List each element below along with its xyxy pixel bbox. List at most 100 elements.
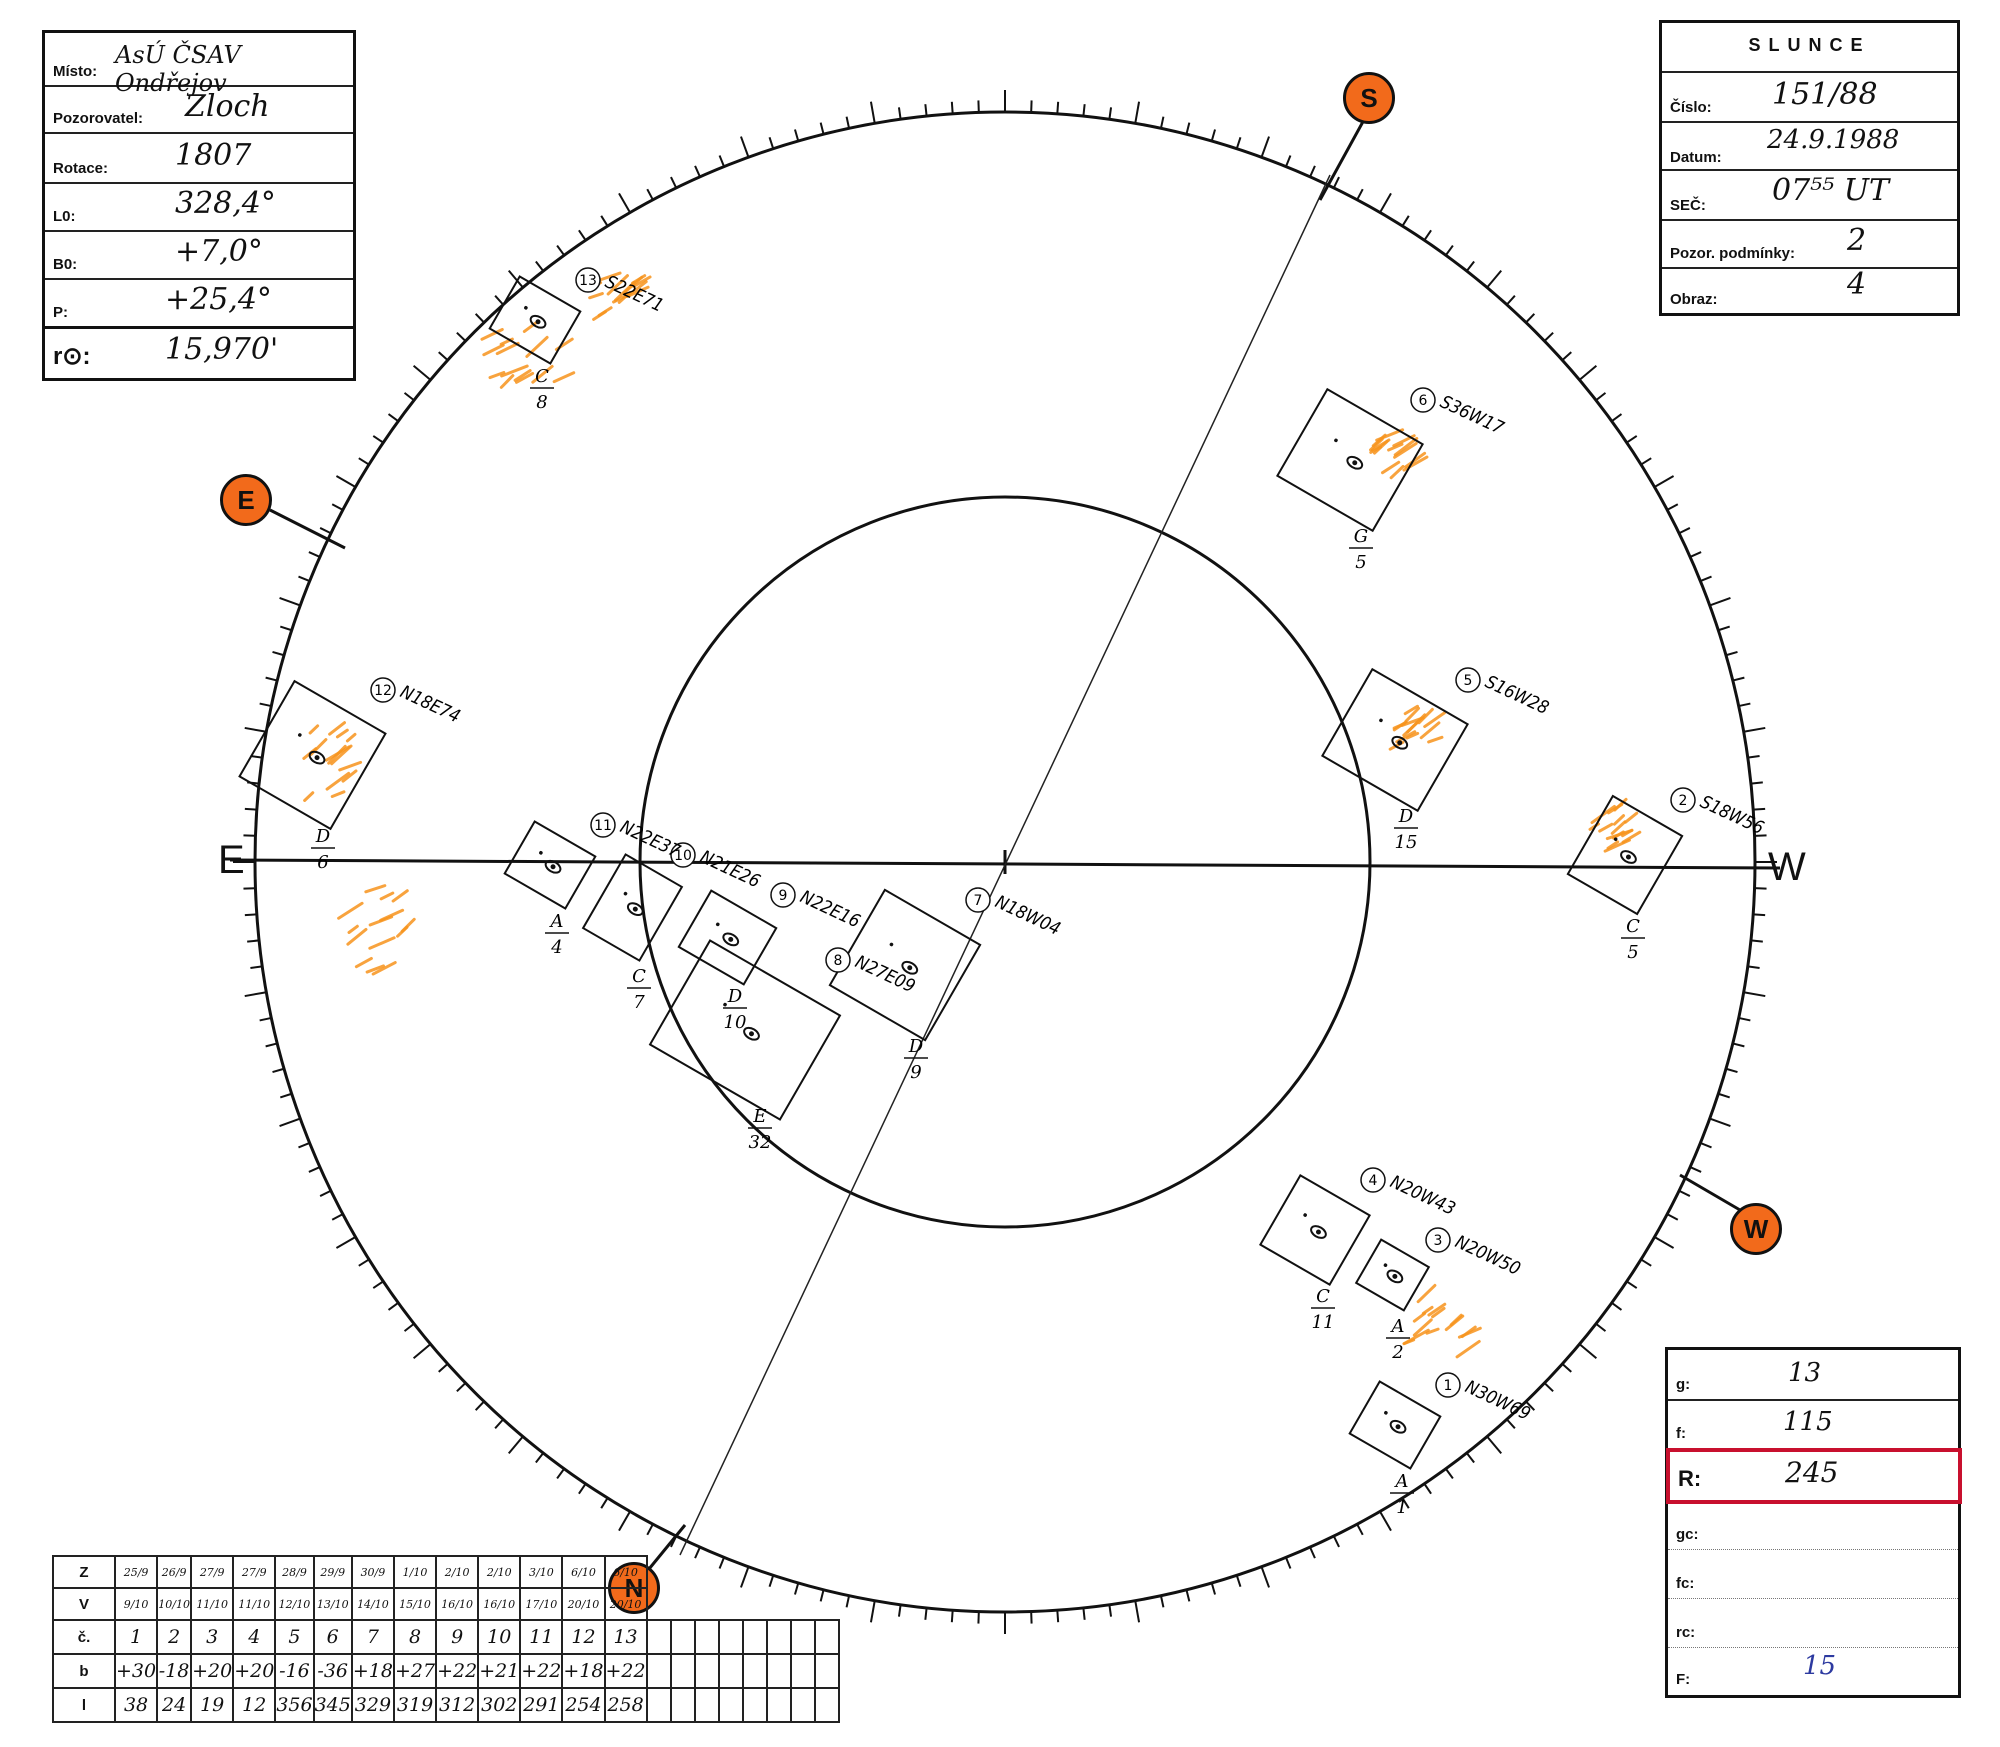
- b0-value: +7,0°: [175, 234, 263, 269]
- table-cell: 9/10: [113, 1587, 159, 1621]
- table-cell: 15/10: [392, 1587, 438, 1621]
- l0-value: 328,4°: [175, 186, 276, 221]
- spot-umbra: [728, 936, 734, 942]
- table-cell: 11/10: [232, 1587, 277, 1621]
- group-coordinates: N22E16: [797, 886, 863, 932]
- table-cell: +22: [603, 1653, 648, 1689]
- group-spot-count: 7: [633, 992, 645, 1013]
- table-cell: +27: [392, 1653, 438, 1689]
- sec-label: SEČ:: [1670, 197, 1706, 214]
- group-coordinates: N18W04: [992, 891, 1064, 939]
- empty-cell: [717, 1653, 744, 1689]
- group-class: E: [752, 1106, 766, 1127]
- table-cell: 30/9: [350, 1555, 395, 1589]
- table-cell: 312: [435, 1687, 480, 1723]
- w-pointer: [1679, 1173, 1741, 1212]
- table-cell: 20/10: [603, 1587, 648, 1621]
- podminky-row: Pozor. podmínky: 2: [1662, 219, 1957, 269]
- group-spot-count: 10: [724, 1012, 747, 1033]
- group-box: [1566, 794, 1684, 916]
- table-cell: 4: [232, 1619, 277, 1655]
- table-cell: 6/10: [561, 1555, 606, 1589]
- spot-dot: [1334, 438, 1338, 443]
- table-cell: 2/10: [477, 1555, 522, 1589]
- group-number-circle: [370, 677, 396, 703]
- f-value: 115: [1783, 1407, 1833, 1437]
- g-row: g: 13: [1668, 1350, 1958, 1401]
- table-cell: 3: [190, 1619, 235, 1655]
- group-number: 8: [834, 953, 843, 969]
- group-number-circle: [825, 947, 851, 973]
- group-number-circle: [770, 882, 796, 908]
- table-cell: 26/9: [156, 1555, 193, 1589]
- compass-s-marker: S: [1343, 72, 1395, 124]
- table-cell: 12: [232, 1687, 277, 1723]
- podminky-label: Pozor. podmínky:: [1670, 245, 1796, 262]
- table-cell: 6/10: [603, 1555, 648, 1589]
- group-spot-count: 32: [749, 1132, 772, 1153]
- group-spot-count: 4: [550, 937, 562, 958]
- group-coordinates: S18W56: [1697, 791, 1767, 839]
- table-cell: 329: [350, 1687, 395, 1723]
- b0-label: B0:: [53, 256, 78, 273]
- group-number-circle: [670, 842, 696, 868]
- group-spot-count: 2: [1391, 1342, 1403, 1363]
- F-row: F: 15: [1668, 1647, 1958, 1695]
- empty-cell: [645, 1653, 672, 1689]
- datum-value: 24.9.1988: [1767, 125, 1900, 155]
- s-pointer: [1318, 117, 1367, 201]
- spot-umbra: [1315, 1229, 1321, 1235]
- r0-label: r⊙:: [53, 343, 91, 370]
- table-cell: 27/9: [190, 1555, 235, 1589]
- empty-cell: [645, 1619, 672, 1655]
- table-cell: +30: [113, 1653, 159, 1689]
- table-cell: 12/10: [274, 1587, 315, 1621]
- group-spot-count: 5: [1355, 552, 1366, 573]
- group-number: 12: [374, 683, 392, 699]
- table-cell: 16/10: [435, 1587, 480, 1621]
- table-cell: 29/9: [312, 1555, 353, 1589]
- row-label: l: [52, 1687, 116, 1723]
- spot-penumbra: [722, 932, 740, 947]
- empty-cell: [765, 1653, 792, 1689]
- cislo-label: Číslo:: [1670, 99, 1712, 116]
- rc-row: rc:: [1668, 1598, 1958, 1648]
- empty-cell: [765, 1687, 792, 1723]
- empty-cell: [693, 1619, 720, 1655]
- table-cell: 13/10: [312, 1587, 353, 1621]
- table-cell: +22: [519, 1653, 564, 1689]
- group-number-circle: [575, 267, 601, 293]
- spot-dot: [1613, 837, 1618, 842]
- table-cell: 20/10: [561, 1587, 606, 1621]
- axis-label-w: W: [1768, 845, 1806, 889]
- compass-e-marker: E: [220, 474, 272, 526]
- rotace-label: Rotace:: [53, 160, 109, 177]
- table-cell: 2: [156, 1619, 193, 1655]
- empty-cell: [693, 1687, 720, 1723]
- pozorovatel-value: Zloch: [185, 89, 270, 124]
- row-label: V: [52, 1587, 116, 1621]
- group-spot-count: 5: [1627, 942, 1638, 963]
- group-spot-count: 1: [1396, 1497, 1407, 1518]
- row-label: č.: [52, 1619, 116, 1655]
- table-cell: 2/10: [435, 1555, 480, 1589]
- empty-cell: [717, 1687, 744, 1723]
- table-cell: 24: [156, 1687, 193, 1723]
- empty-cell: [741, 1653, 768, 1689]
- table-cell: -36: [312, 1653, 353, 1689]
- spot-penumbra: [1310, 1225, 1327, 1239]
- cislo-value: 151/88: [1772, 77, 1878, 112]
- faculae-layer: [302, 271, 1642, 1359]
- group-coordinates: N20W43: [1387, 1171, 1459, 1219]
- table-cell: 1/10: [392, 1555, 438, 1589]
- datum-row: Datum: 24.9.1988: [1662, 121, 1957, 171]
- group-coordinates: S22E71: [602, 271, 667, 316]
